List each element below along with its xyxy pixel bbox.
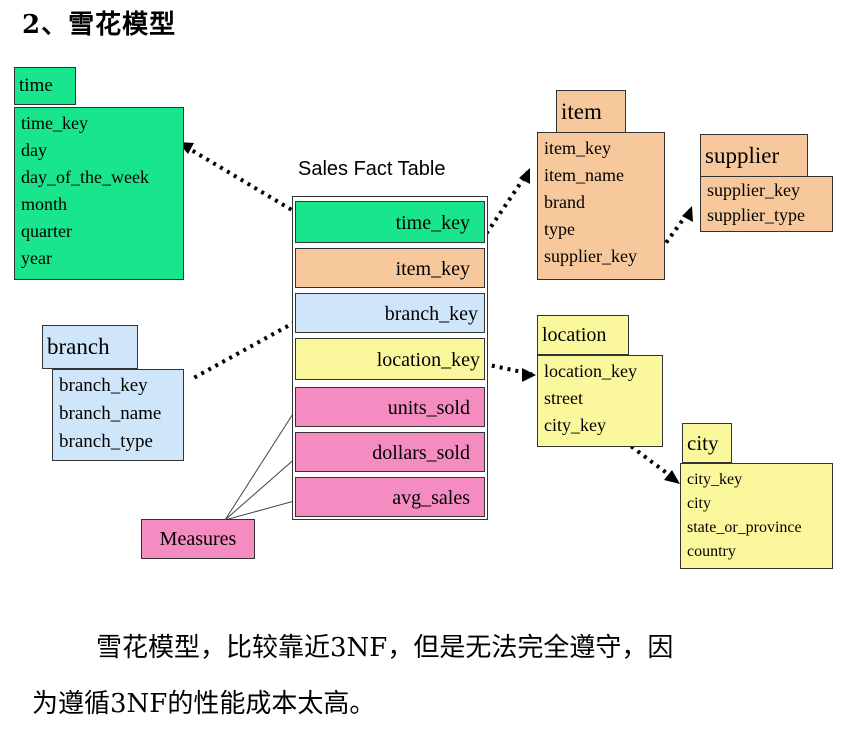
branch-table-title: branch: [42, 325, 138, 369]
item-field: brand: [544, 192, 585, 212]
branch-table: branch_key branch_name branch_type: [52, 369, 184, 461]
supplier-field: supplier_type: [707, 205, 805, 225]
fact-key-time: time_key: [295, 201, 485, 243]
item-field: type: [544, 219, 575, 239]
supplier-field: supplier_key: [707, 180, 800, 200]
item-field: item_key: [544, 138, 611, 158]
fact-key-item: item_key: [295, 248, 485, 288]
supplier-table: supplier_key supplier_type: [700, 176, 833, 232]
item-field: item_name: [544, 165, 624, 185]
time-table: time_key day day_of_the_week month quart…: [14, 107, 184, 280]
branch-field: branch_key: [59, 375, 148, 396]
city-table: city_key city state_or_province country: [680, 463, 833, 569]
location-field: location_key: [544, 361, 637, 381]
time-field: day: [21, 140, 47, 160]
time-field: time_key: [21, 113, 88, 133]
city-field: country: [687, 543, 736, 560]
paragraph-line-1: 雪花模型，比较靠近3NF，但是无法完全遵守，因: [96, 633, 674, 663]
fact-measure-avg-sales: avg_sales: [295, 477, 485, 517]
supplier-table-title: supplier: [700, 134, 808, 178]
fact-measure-dollars-sold: dollars_sold: [295, 432, 485, 472]
item-field: supplier_key: [544, 246, 637, 266]
fact-key-location: location_key: [295, 338, 485, 380]
time-field: year: [21, 248, 52, 268]
location-table-title: location: [537, 315, 629, 355]
fact-key-branch: branch_key: [295, 293, 485, 333]
paragraph-line-2: 为遵循3NF的性能成本太高。: [32, 689, 376, 719]
section-heading: 2、雪花模型: [22, 10, 177, 40]
city-field: city: [687, 495, 711, 512]
branch-field: branch_type: [59, 431, 153, 452]
branch-field: branch_name: [59, 403, 162, 424]
time-field: quarter: [21, 221, 72, 241]
fact-measure-units-sold: units_sold: [295, 387, 485, 427]
connector-lines: [176, 140, 693, 521]
fact-table-caption: Sales Fact Table: [298, 158, 446, 180]
city-field: state_or_province: [687, 519, 802, 536]
item-table-title: item: [556, 90, 626, 134]
time-table-title: time: [14, 67, 76, 105]
measures-label: Measures: [141, 519, 255, 559]
location-field: street: [544, 388, 583, 408]
time-field: month: [21, 194, 68, 214]
item-table: item_key item_name brand type supplier_k…: [537, 132, 665, 280]
city-table-title: city: [682, 423, 732, 463]
city-field: city_key: [687, 471, 743, 488]
location-table: location_key street city_key: [537, 355, 663, 447]
location-field: city_key: [544, 415, 606, 435]
time-field: day_of_the_week: [21, 167, 149, 187]
